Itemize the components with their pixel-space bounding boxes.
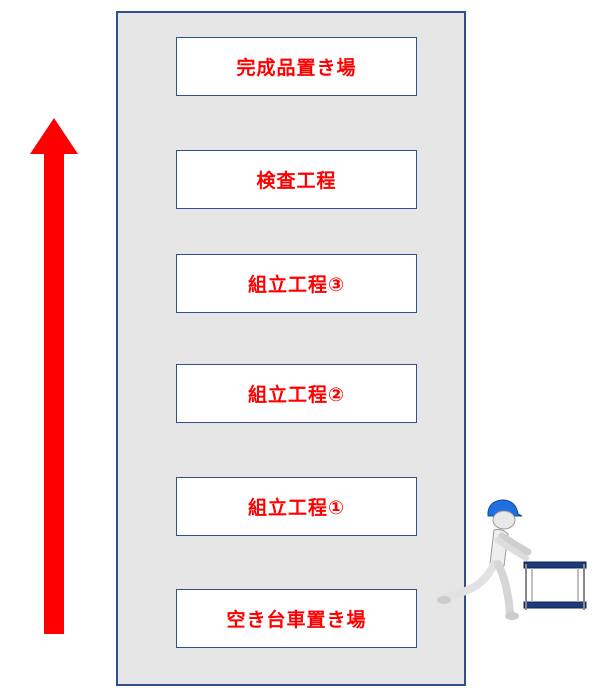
flow-up-arrow-icon <box>30 118 78 634</box>
worker-pushing-cart-icon <box>437 499 587 620</box>
step-label: 完成品置き場 <box>236 57 357 79</box>
step-assembly-1: 組立工程① <box>176 477 417 536</box>
step-assembly-3: 組立工程③ <box>176 254 417 313</box>
step-empty-cart-area: 空き台車置き場 <box>176 589 417 648</box>
step-label: 組立工程① <box>247 497 346 519</box>
step-label: 組立工程② <box>247 384 346 406</box>
step-label: 検査工程 <box>256 170 337 192</box>
step-label: 組立工程③ <box>247 274 346 296</box>
process-flow-container: 完成品置き場 検査工程 組立工程③ 組立工程② 組立工程① 空き台車置き場 <box>116 11 466 686</box>
step-finished-goods-area: 完成品置き場 <box>176 37 417 96</box>
step-label: 空き台車置き場 <box>226 609 367 631</box>
step-inspection: 検査工程 <box>176 150 417 209</box>
step-assembly-2: 組立工程② <box>176 364 417 423</box>
